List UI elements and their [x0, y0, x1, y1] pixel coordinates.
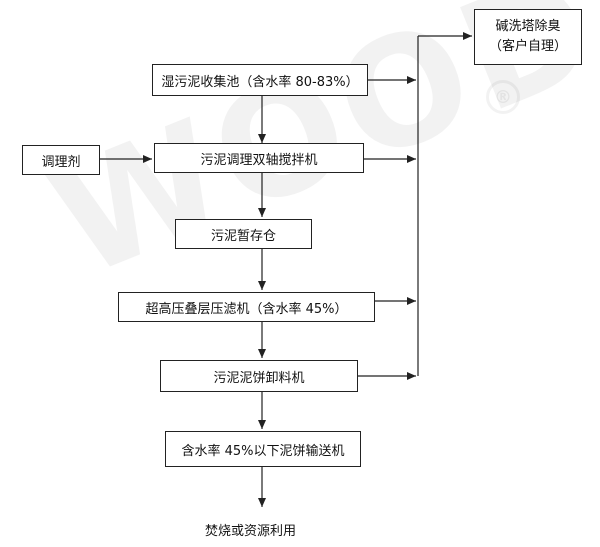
alkali-scrubber-note: （客户自理） — [488, 39, 567, 54]
alkali-scrubber-box: 碱洗塔除臭 （客户自理） — [474, 9, 582, 65]
cake-conveyor-box: 含水率 45%以下泥饼输送机 — [165, 431, 361, 467]
wet-sludge-tank-box: 湿污泥收集池（含水率 80-83%） — [152, 64, 368, 96]
conditioner-box: 调理剂 — [22, 145, 100, 175]
ultra-high-press-box: 超高压叠层压滤机（含水率 45%） — [118, 292, 375, 322]
conditioner-label: 调理剂 — [41, 154, 81, 170]
final-disposal-label: 焚烧或资源利用 — [205, 524, 297, 539]
twin-shaft-mixer-label: 污泥调理双轴搅拌机 — [200, 152, 318, 168]
cake-conveyor-label: 含水率 45%以下泥饼输送机 — [181, 443, 345, 459]
sludge-buffer-label: 污泥暂存仓 — [210, 228, 276, 244]
sludge-buffer-box: 污泥暂存仓 — [175, 219, 312, 249]
cake-discharger-label: 污泥泥饼卸料机 — [213, 370, 305, 386]
ultra-high-press-label: 超高压叠层压滤机（含水率 45%） — [145, 301, 348, 317]
cake-discharger-box: 污泥泥饼卸料机 — [160, 360, 358, 392]
alkali-scrubber-label: 碱洗塔除臭 — [495, 19, 561, 34]
twin-shaft-mixer-box: 污泥调理双轴搅拌机 — [154, 143, 364, 173]
wet-sludge-tank-label: 湿污泥收集池（含水率 80-83%） — [161, 74, 359, 90]
